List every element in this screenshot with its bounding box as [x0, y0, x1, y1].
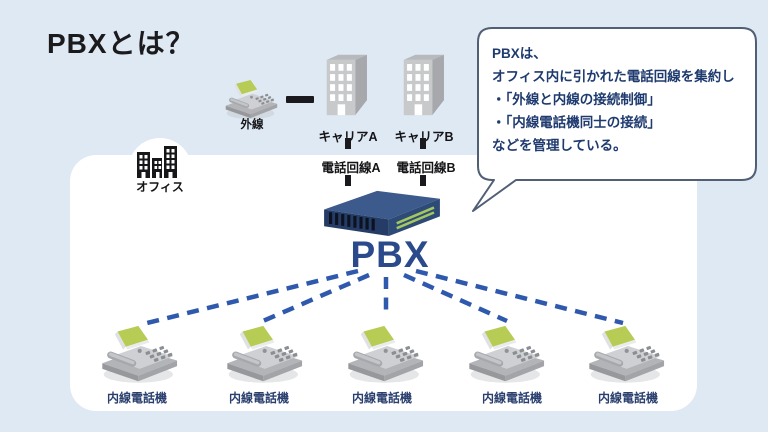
bubble-line: ・「内線電話機同士の接続」 [492, 115, 661, 130]
bubble-line: PBXは、 [492, 46, 547, 61]
extension-phone-icon [219, 323, 309, 387]
pbx-label: PBX [350, 234, 430, 275]
bubble-line: ・「外線と内線の接続制御」 [492, 92, 661, 107]
bubble-line: などを管理している。 [492, 138, 627, 153]
extension-phone-label: 内線電話機 [228, 391, 289, 405]
extension-phone-label: 内線電話機 [481, 391, 542, 405]
office-label: オフィス [136, 180, 184, 194]
phone-line-a-label: 電話回線A [321, 161, 381, 175]
speech-bubble-text: PBXは、 オフィス内に引かれた電話回線を集約し ・「外線と内線の接続制御」 ・… [492, 42, 748, 157]
carrier-a-building-icon [320, 45, 372, 125]
carrier-a-label: キャリアA [318, 130, 378, 144]
extension-phone-label: 内線電話機 [351, 391, 412, 405]
extension-phone-icon [581, 323, 671, 387]
carrier-b-label: キャリアB [394, 130, 454, 144]
extension-phone-icon [94, 323, 184, 387]
extension-phone-label: 内線電話機 [597, 391, 658, 405]
phone-line-b-label: 電話回線B [396, 161, 456, 175]
carrier-b-building-icon [397, 45, 449, 125]
external-line-label: 外線 [240, 119, 264, 131]
speech-bubble [472, 27, 757, 212]
extension-phone-icon [340, 323, 430, 387]
extension-phone-icon [461, 323, 551, 387]
page-title: PBXとは？ [47, 28, 195, 59]
extension-phone-label: 内線電話機 [106, 391, 167, 405]
external-to-carrier-link [286, 96, 314, 103]
office-buildings-icon [137, 146, 177, 178]
bubble-line: オフィス内に引かれた電話回線を集約し [492, 69, 735, 84]
pbx-device-icon [324, 190, 440, 237]
